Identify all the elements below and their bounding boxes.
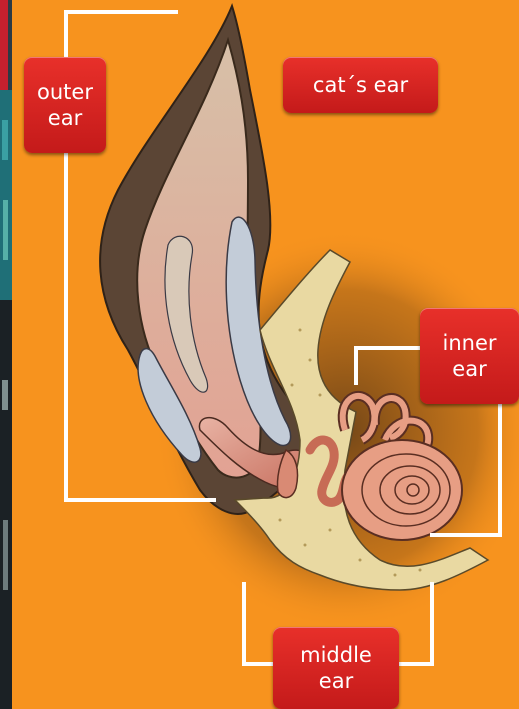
inner-ear-label: inner ear (420, 308, 519, 404)
cochlea (342, 440, 462, 540)
outer-ear-label-line1: outer (37, 79, 93, 105)
middle-ear-label-line1: middle (300, 642, 372, 668)
cats-ear-title-text: cat´s ear (313, 72, 408, 98)
inner-ear-label-line1: inner (442, 330, 496, 356)
outer-ear-label: outer ear (24, 57, 106, 153)
cats-ear-title-label: cat´s ear (283, 57, 438, 113)
left-border-strip (0, 0, 12, 709)
middle-ear-label: middle ear (273, 627, 399, 709)
inner-ear-label-line2: ear (452, 356, 486, 382)
middle-ear-label-line2: ear (319, 668, 353, 694)
outer-ear-label-line2: ear (48, 105, 82, 131)
